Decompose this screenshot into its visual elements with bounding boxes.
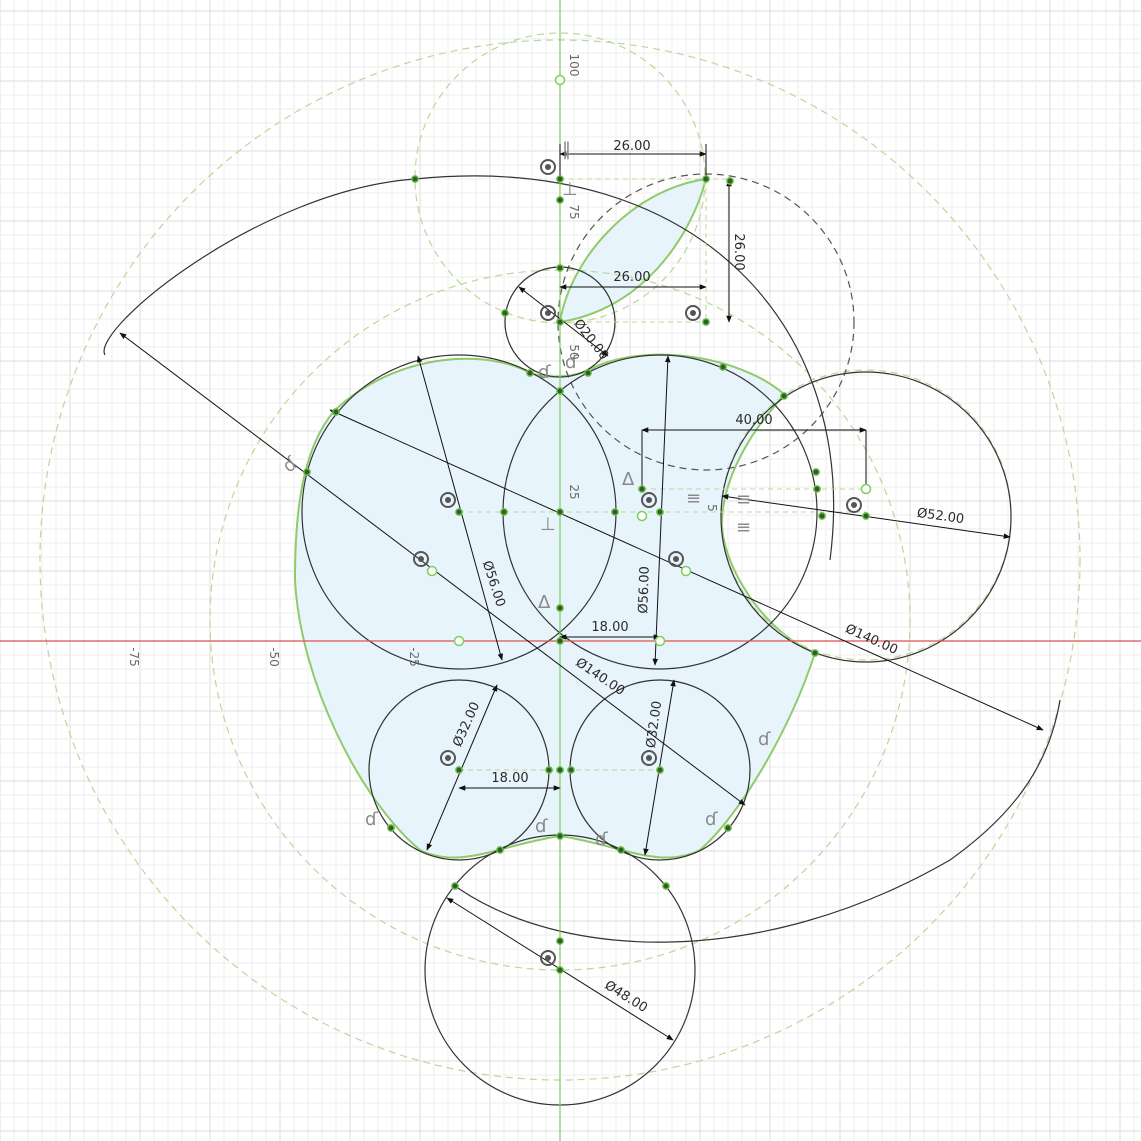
coincident-icon	[846, 497, 862, 513]
sketch-point[interactable]	[726, 177, 734, 185]
sketch-point[interactable]	[556, 604, 564, 612]
sketch-point[interactable]	[662, 882, 670, 890]
dim-center-offset[interactable]: 18.00	[591, 620, 628, 635]
y-label-5: 5	[705, 504, 719, 512]
leaf-profile[interactable]	[558, 177, 708, 324]
sketch-point[interactable]	[556, 387, 564, 395]
tangent-icon: ɗ	[595, 829, 608, 850]
sketch-point[interactable]	[702, 175, 710, 183]
sketch-point[interactable]	[556, 508, 564, 516]
sketch-point[interactable]	[556, 937, 564, 945]
sketch-point[interactable]	[813, 485, 821, 493]
dim-bite-offset[interactable]: 40.00	[735, 413, 772, 428]
sketch-point[interactable]	[862, 512, 870, 520]
sketch-point[interactable]	[556, 766, 564, 774]
sketch-point[interactable]	[724, 824, 732, 832]
coincident-icon	[413, 551, 429, 567]
perpendicular-icon: ⊥	[540, 514, 556, 535]
sketch-point[interactable]	[496, 846, 504, 854]
sketch-points[interactable]	[303, 74, 872, 974]
x-label-neg25: -25	[407, 647, 421, 667]
sketch-point[interactable]	[617, 846, 625, 854]
axis-labels: -75 -50 -25 100 75 50 25 5	[127, 54, 719, 667]
dim-stem-width-mid[interactable]: 26.00	[613, 270, 650, 285]
sketch-point[interactable]	[702, 318, 710, 326]
center-point[interactable]	[554, 74, 566, 86]
coincident-icon	[440, 492, 456, 508]
dim-stem-width-top[interactable]: 26.00	[613, 139, 650, 154]
y-label-75: 75	[567, 204, 581, 219]
sketch-point[interactable]	[526, 369, 534, 377]
dim-upper-right-dia[interactable]: Ø56.00	[636, 566, 653, 614]
sketch-point[interactable]	[332, 408, 340, 416]
y-label-25: 25	[567, 484, 581, 499]
coincident-icon	[641, 492, 657, 508]
dim-lower-offset[interactable]: 18.00	[491, 771, 528, 786]
perpendicular-icon: ⊥	[562, 179, 578, 200]
coincident-icon	[540, 950, 556, 966]
center-point[interactable]	[680, 565, 692, 577]
center-point[interactable]	[453, 635, 465, 647]
horizontal-icon: ≡	[736, 517, 751, 538]
triangle-icon: Δ	[538, 592, 551, 613]
coincident-icon	[668, 551, 684, 567]
center-point[interactable]	[860, 483, 872, 495]
sketch-point[interactable]	[719, 363, 727, 371]
coincident-icon	[540, 305, 556, 321]
y-label-50: 50	[567, 344, 581, 359]
sketch-point[interactable]	[500, 508, 508, 516]
sketch-point[interactable]	[387, 824, 395, 832]
sketch-point[interactable]	[556, 318, 564, 326]
coincident-icon	[641, 750, 657, 766]
coincident-icon	[685, 305, 701, 321]
sketch-point[interactable]	[411, 175, 419, 183]
sketch-point[interactable]	[455, 766, 463, 774]
sketch-point[interactable]	[780, 392, 788, 400]
horizontal-icon: ≡	[736, 489, 751, 510]
vertical-icon: ‖	[562, 139, 571, 160]
sketch-point[interactable]	[818, 512, 826, 520]
tangent-icon: ɗ	[565, 352, 578, 373]
coincident-icon	[540, 159, 556, 175]
coincident-icon	[440, 750, 456, 766]
dim-bite-dia[interactable]: Ø52.00	[916, 506, 965, 527]
sketch-point[interactable]	[501, 309, 509, 317]
tangent-icon: ɗ	[365, 809, 378, 830]
sketch-point[interactable]	[556, 966, 564, 974]
tangent-icon: ɗ	[535, 816, 548, 837]
sketch-point[interactable]	[812, 468, 820, 476]
y-label-100: 100	[567, 54, 581, 77]
tangent-icon: ɗ	[758, 729, 771, 750]
sketch-point[interactable]	[584, 369, 592, 377]
sketch-point[interactable]	[656, 508, 664, 516]
horizontal-icon: ≡	[686, 488, 701, 509]
triangle-icon: Δ	[622, 469, 635, 490]
center-point[interactable]	[636, 510, 648, 522]
sketch-point[interactable]	[611, 508, 619, 516]
x-label-neg75: -75	[127, 647, 141, 667]
x-label-neg50: -50	[267, 647, 281, 667]
sketch-point[interactable]	[638, 485, 646, 493]
sketch-point[interactable]	[567, 766, 575, 774]
sketch-point[interactable]	[811, 649, 819, 657]
sketch-point[interactable]	[451, 882, 459, 890]
dim-lower-right-dia[interactable]: Ø32.00	[644, 700, 665, 749]
sketch-point[interactable]	[556, 637, 564, 645]
tangent-icon: ɗ	[538, 362, 551, 383]
sketch-point[interactable]	[303, 468, 311, 476]
sketch-point[interactable]	[455, 508, 463, 516]
sketch-point[interactable]	[545, 766, 553, 774]
sketch-point[interactable]	[556, 196, 564, 204]
sketch-point[interactable]	[556, 264, 564, 272]
center-point[interactable]	[426, 565, 438, 577]
tangent-icon: ɗ	[705, 809, 718, 830]
sketch-point[interactable]	[656, 766, 664, 774]
sketch-point[interactable]	[556, 175, 564, 183]
sketch-point[interactable]	[556, 832, 564, 840]
big-arc-left[interactable]	[103, 178, 416, 356]
center-point[interactable]	[654, 635, 666, 647]
dim-stem-height[interactable]: 26.00	[731, 233, 746, 270]
